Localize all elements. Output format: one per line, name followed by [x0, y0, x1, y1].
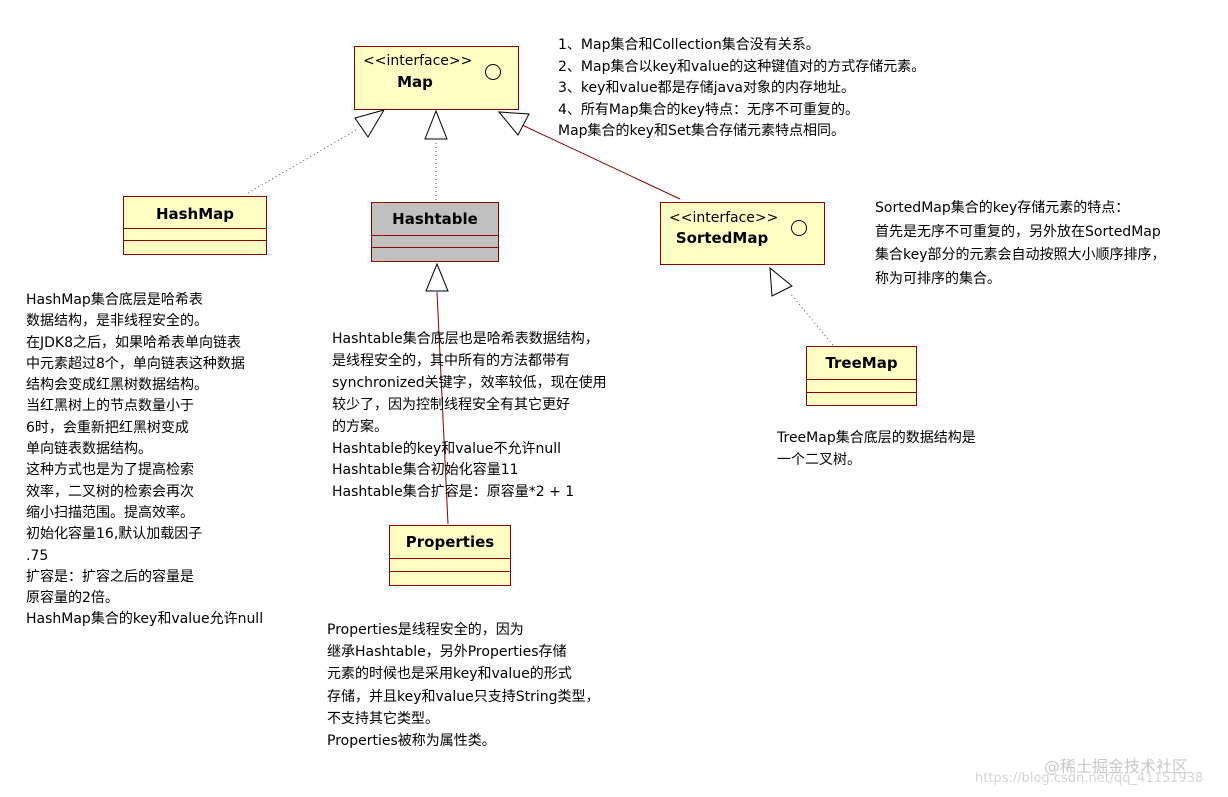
hashmap-note-line: 当红黑树上的节点数量小于 — [26, 398, 194, 415]
arrowhead-sortedmap-map — [497, 111, 530, 136]
map-note-line: Map集合的key和Set集合存储元素特点相同。 — [558, 123, 846, 140]
sortedmap-interface-box: <<interface>> SortedMap — [660, 202, 825, 265]
map-note-line: 2、Map集合以key和value的这种键值对的方式存储元素。 — [558, 58, 926, 75]
hashmap-note-line: 初始化容量16,默认加载因子 — [26, 526, 203, 543]
properties-note-line: Properties是线程安全的，因为 — [327, 622, 524, 638]
hashtable-note-line: Hashtable集合初始化容量11 — [332, 462, 519, 479]
hashtable-divider-1 — [372, 235, 498, 236]
edge-sortedmap-map — [519, 123, 681, 200]
treemap-class-box: TreeMap — [806, 346, 917, 406]
properties-class-box: Properties — [389, 525, 511, 586]
properties-divider-1 — [390, 558, 510, 559]
hashmap-note-line: 单向链表数据结构。 — [26, 441, 152, 458]
properties-class-name: Properties — [405, 533, 495, 551]
treemap-class-name: TreeMap — [825, 354, 898, 372]
hashmap-note-line: 在JDK8之后，如果哈希表单向链表 — [26, 334, 241, 351]
map-note-line: 3、key和value都是存储java对象的内存地址。 — [558, 80, 855, 97]
sortedmap-stereotype: <<interface>> — [669, 210, 779, 226]
hashtable-note-line: 的方案。 — [332, 418, 388, 435]
treemap-note: TreeMap集合底层的数据结构是 一个二叉树。 — [777, 427, 976, 471]
arrowhead-treemap-sortedmap — [769, 266, 793, 297]
properties-note-line: 元素的时候也是采用key和value的形式 — [327, 666, 572, 683]
hashmap-note-line: 6时，会重新把红黑树变成 — [26, 419, 189, 436]
hashtable-note-line: Hashtable集合底层也是哈希表数据结构， — [332, 331, 599, 347]
edge-treemap-sortedmap — [789, 292, 834, 346]
hashmap-note-line: 效率，二叉树的检索会再次 — [26, 483, 194, 500]
map-note-line: 1、Map集合和Collection集合没有关系。 — [558, 37, 820, 53]
sortedmap-class-name: SortedMap — [675, 229, 769, 247]
sortedmap-note-line: 集合key部分的元素会自动按照大小顺序排序， — [875, 247, 1166, 263]
hashtable-note-line: 是线程安全的，其中所有的方法都带有 — [332, 352, 570, 369]
map-class-name: Map — [397, 73, 433, 91]
hashmap-note-line: 这种方式也是为了提高检索 — [26, 462, 194, 479]
sortedmap-note: SortedMap集合的key存储元素的特点： 首先是无序不可重复的，另外放在S… — [875, 197, 1166, 291]
properties-note-line: 不支持其它类型。 — [327, 710, 439, 727]
hashmap-note-line: 原容量的2倍。 — [26, 590, 119, 607]
hashtable-divider-2 — [372, 247, 498, 248]
hashmap-note-line: 结构会变成红黑树数据结构。 — [26, 377, 208, 394]
map-note: 1、Map集合和Collection集合没有关系。 2、Map集合以key和va… — [558, 35, 925, 143]
hashmap-note-line: 数据结构，是非线程安全的。 — [26, 313, 208, 330]
properties-note-line: 存储，并且key和value只支持String类型， — [327, 688, 600, 705]
arrowhead-hashmap-map — [354, 109, 386, 138]
hashmap-note-line: 缩小扫描范围。提高效率。 — [26, 504, 194, 521]
hashmap-class-box: HashMap — [123, 196, 267, 255]
treemap-divider-2 — [807, 392, 916, 393]
watermark-url: https://blog.csdn.net/qq_41151938 — [975, 771, 1204, 786]
hashtable-class-box: Hashtable — [371, 202, 499, 262]
hashmap-divider-2 — [124, 240, 266, 241]
hashmap-note-line: HashMap集合的key和value允许null — [26, 611, 264, 628]
interface-circle-icon — [485, 64, 501, 80]
hashtable-note-line: Hashtable的key和value不允许null — [332, 440, 562, 457]
treemap-note-line: TreeMap集合底层的数据结构是 — [777, 430, 976, 446]
edge-properties-hashtable — [436, 291, 449, 525]
hashtable-note-line: synchronized关键字，效率较低，现在使用 — [332, 374, 607, 391]
arrowhead-hashtable-map — [424, 109, 448, 140]
hashmap-note-line: 扩容是：扩容之后的容量是 — [26, 568, 194, 585]
edge-hashmap-map — [247, 129, 357, 194]
arrowhead-properties-hashtable — [425, 262, 449, 292]
properties-note-line: 继承Hashtable，另外Properties存储 — [327, 644, 567, 661]
sortedmap-note-line: SortedMap集合的key存储元素的特点： — [875, 200, 1130, 216]
hashtable-note-line: 较少了，因为控制线程安全有其它更好 — [332, 396, 570, 413]
map-stereotype: <<interface>> — [363, 53, 473, 69]
sortedmap-note-line: 首先是无序不可重复的，另外放在SortedMap — [875, 223, 1161, 240]
hashmap-note-line: .75 — [26, 547, 49, 564]
hashmap-note-line: 中元素超过8个，单向链表这种数据 — [26, 355, 245, 372]
properties-note-line: Properties被称为属性类。 — [327, 733, 496, 750]
hashtable-note-line: Hashtable集合扩容是：原容量*2 + 1 — [332, 484, 575, 501]
watermark-brand: @稀土掘金技术社区 — [1044, 757, 1189, 776]
map-note-line: 4、所有Map集合的key特点：无序不可重复的。 — [558, 101, 859, 118]
hashmap-divider-1 — [124, 228, 266, 229]
map-interface-box: <<interface>> Map — [354, 46, 519, 110]
interface-circle-icon — [791, 220, 807, 236]
properties-note: Properties是线程安全的，因为 继承Hashtable，另外Proper… — [327, 619, 600, 752]
hashtable-class-name: Hashtable — [392, 210, 478, 228]
properties-divider-2 — [390, 571, 510, 572]
hashmap-note: HashMap集合底层是哈希表 数据结构，是非线程安全的。 在JDK8之后，如果… — [26, 290, 263, 631]
sortedmap-note-line: 称为可排序的集合。 — [875, 270, 1001, 287]
treemap-note-line: 一个二叉树。 — [777, 452, 861, 468]
hashtable-note: Hashtable集合底层也是哈希表数据结构， 是线程安全的，其中所有的方法都带… — [332, 329, 607, 504]
hashmap-class-name: HashMap — [155, 205, 235, 223]
treemap-divider-1 — [807, 379, 916, 380]
hashmap-note-line: HashMap集合底层是哈希表 — [26, 292, 203, 308]
